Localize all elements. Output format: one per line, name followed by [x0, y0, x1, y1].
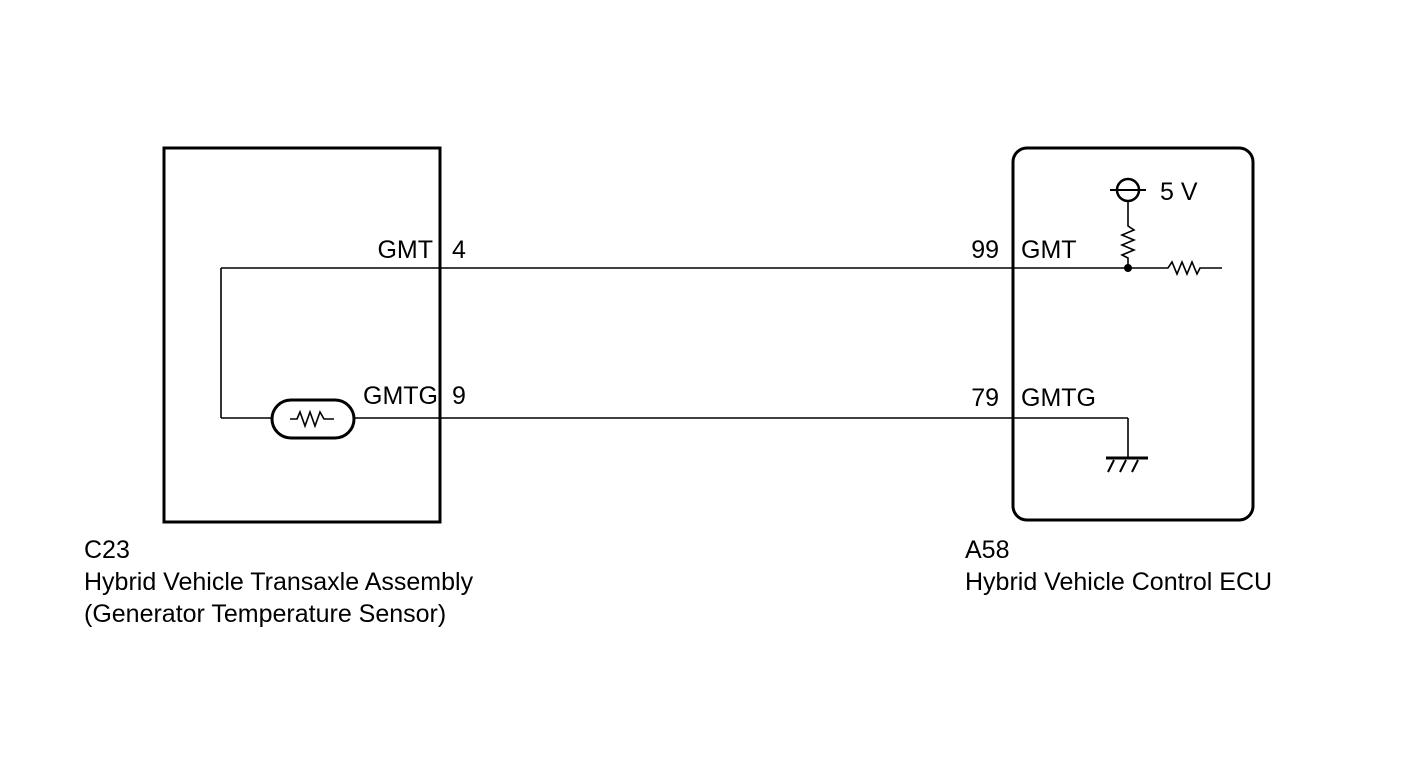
left-component-name: Hybrid Vehicle Transaxle Assembly	[84, 568, 474, 596]
pullup-resistor-icon	[1119, 222, 1137, 268]
thermistor-icon	[270, 398, 356, 440]
left-component-detail: (Generator Temperature Sensor)	[84, 600, 447, 628]
right-component-name: Hybrid Vehicle Control ECU	[965, 568, 1273, 596]
input-resistor-icon	[1163, 259, 1205, 277]
right-pin-gmt-signal: GMT	[1021, 236, 1077, 264]
right-pin-gmtg-signal: GMTG	[1021, 384, 1096, 412]
junction-dot	[1124, 264, 1132, 272]
right-pin-gmtg-number: 79	[971, 384, 999, 412]
c23-component-box	[162, 146, 442, 524]
left-pin-gmtg-number: 9	[452, 382, 466, 410]
left-pin-gmt-signal: GMT	[377, 236, 433, 264]
right-pin-gmt-number: 99	[971, 236, 999, 264]
ground-icon	[1106, 456, 1148, 473]
left-pin-gmt-number: 4	[452, 236, 466, 264]
right-component-code: A58	[965, 536, 1010, 564]
a58-ecu-box	[1011, 146, 1255, 522]
supply-voltage-label: 5 V	[1160, 178, 1198, 206]
left-component-caption: C23 Hybrid Vehicle Transaxle Assembly (G…	[84, 534, 473, 630]
left-pin-gmtg-signal: GMTG	[363, 382, 438, 410]
left-component-code: C23	[84, 536, 130, 564]
voltage-source-icon	[1110, 177, 1146, 222]
right-component-caption: A58 Hybrid Vehicle Control ECU	[965, 534, 1272, 598]
